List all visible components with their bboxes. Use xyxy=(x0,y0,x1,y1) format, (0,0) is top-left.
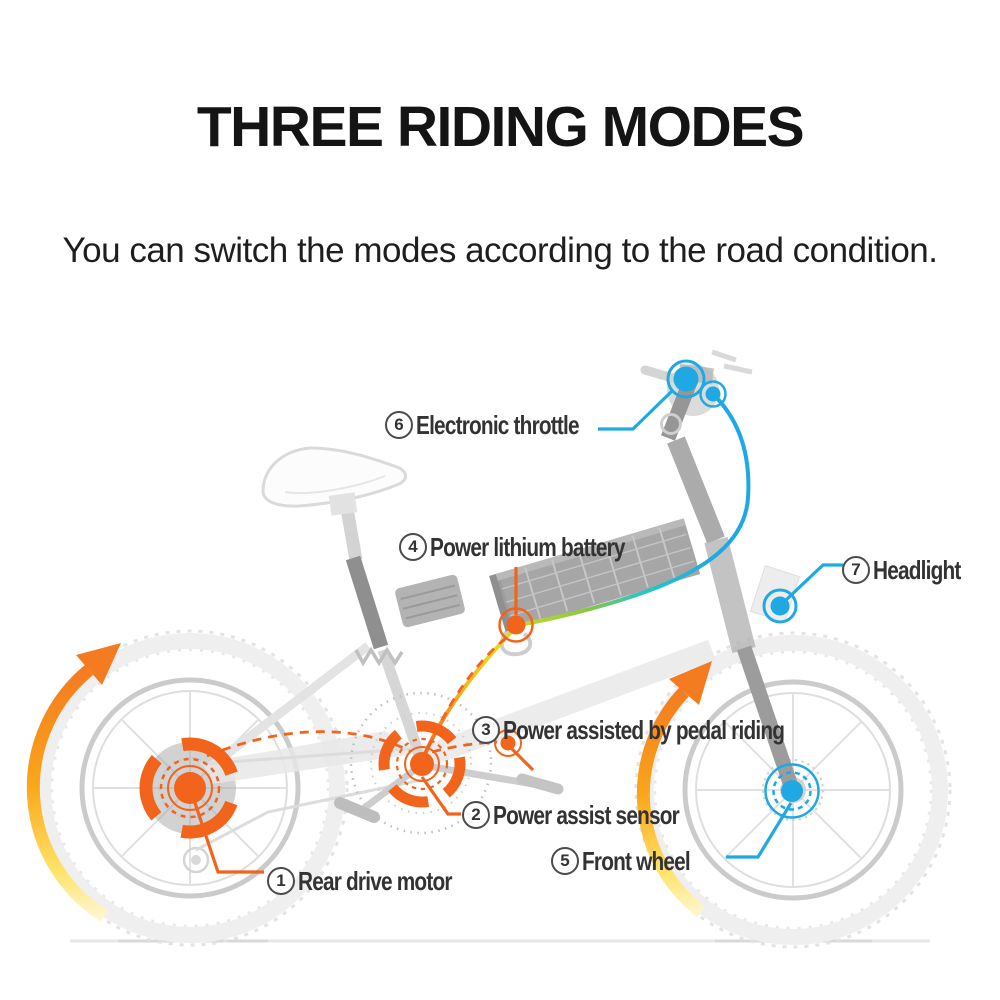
callout-label-5: Front wheel xyxy=(582,845,691,876)
head-tube xyxy=(667,436,725,544)
front-wheel xyxy=(634,631,952,949)
callout-headlight: 7 Headlight xyxy=(842,555,982,585)
seat-stay xyxy=(203,642,371,774)
callout-number-2: 2 xyxy=(462,801,490,829)
headlight-marker xyxy=(762,588,798,624)
arrowhead-front xyxy=(669,661,712,705)
folding-hinge xyxy=(660,413,682,435)
callout-label-1: Rear drive motor xyxy=(298,865,452,896)
bike-frame xyxy=(195,349,801,852)
blue-leader-lines xyxy=(598,388,843,859)
headlight-dot xyxy=(770,596,790,616)
derailleur-pulley xyxy=(182,846,210,874)
dashed-battery-to-crank xyxy=(426,636,507,749)
front-wheel-dot xyxy=(781,780,803,802)
throttle-marker xyxy=(666,359,727,408)
pedal-assist-marker xyxy=(494,729,522,757)
callout-number-3: 3 xyxy=(472,716,500,744)
rotation-arrow-front xyxy=(636,661,712,918)
orange-leader-lines xyxy=(192,567,535,874)
leader-headlight xyxy=(784,563,843,602)
front-disc-brake xyxy=(762,759,824,821)
pedal-assist-dot xyxy=(500,735,516,751)
callout-number-7: 7 xyxy=(842,556,870,584)
callout-label-4: Power lithium battery xyxy=(430,531,626,562)
leader-power-assist-sensor xyxy=(420,776,461,816)
wiring-harness xyxy=(423,391,751,755)
arrowhead-rear xyxy=(76,643,121,685)
page-subtitle: You can switch the modes according to th… xyxy=(62,231,938,270)
callout-number-5: 5 xyxy=(551,847,579,875)
rear-motor-dot xyxy=(174,772,206,804)
callout-number-6: 6 xyxy=(385,411,413,439)
chain-bottom xyxy=(195,778,422,852)
saddle xyxy=(261,446,407,508)
throttle-dot-large xyxy=(673,366,699,392)
pedal-left xyxy=(334,797,380,823)
rear-shock-spring xyxy=(354,646,404,667)
pedal-right xyxy=(516,773,564,795)
callout-label-2: Power assist sensor xyxy=(493,799,680,830)
callout-number-1: 1 xyxy=(267,867,295,895)
leader-electronic-throttle xyxy=(598,388,675,431)
leader-rear-drive-motor xyxy=(192,799,264,874)
rear-hub-motor-highlight xyxy=(139,737,241,839)
front-hub-marker xyxy=(764,763,820,819)
crank-sensor-dot xyxy=(410,752,434,776)
swingarm xyxy=(207,731,421,784)
chainring-ghost xyxy=(349,691,493,835)
callout-electronic-throttle: 6 Electronic throttle xyxy=(385,410,619,440)
saddle-clamp xyxy=(328,492,358,516)
callout-number-4: 4 xyxy=(399,533,427,561)
callout-pedal-assist: 3 Power assisted by pedal riding xyxy=(472,715,854,745)
seat-tube xyxy=(377,648,426,759)
battery-pack xyxy=(489,518,701,632)
callout-label-6: Electronic throttle xyxy=(416,409,580,440)
throttle-dot-small xyxy=(705,386,721,402)
fork-leg xyxy=(736,645,798,786)
down-tube xyxy=(421,639,716,768)
callout-label-7: Headlight xyxy=(873,554,961,585)
rotation-arrow-rear xyxy=(26,643,121,922)
crank-arm-left xyxy=(360,762,424,812)
fork-upper xyxy=(704,537,756,653)
callout-power-assist-sensor: 2 Power assist sensor xyxy=(462,800,725,830)
page-title: THREE RIDING MODES xyxy=(196,95,805,159)
crank-sensor-highlight xyxy=(378,720,466,808)
seat-post-lower xyxy=(345,555,389,650)
callout-lithium-battery: 4 Power lithium battery xyxy=(399,532,673,562)
leader-front-wheel xyxy=(726,802,793,859)
controller-box xyxy=(395,574,465,628)
callout-label-3: Power assisted by pedal riding xyxy=(503,714,785,745)
dashed-crank-to-pedal xyxy=(431,740,498,754)
handlebar-grip xyxy=(640,365,681,384)
crank-arm-right xyxy=(420,761,534,788)
battery-dot xyxy=(506,615,526,635)
callout-front-wheel: 5 Front wheel xyxy=(551,846,717,876)
callout-rear-drive-motor: 1 Rear drive motor xyxy=(267,866,490,896)
leader-pedal-assist xyxy=(510,747,535,772)
